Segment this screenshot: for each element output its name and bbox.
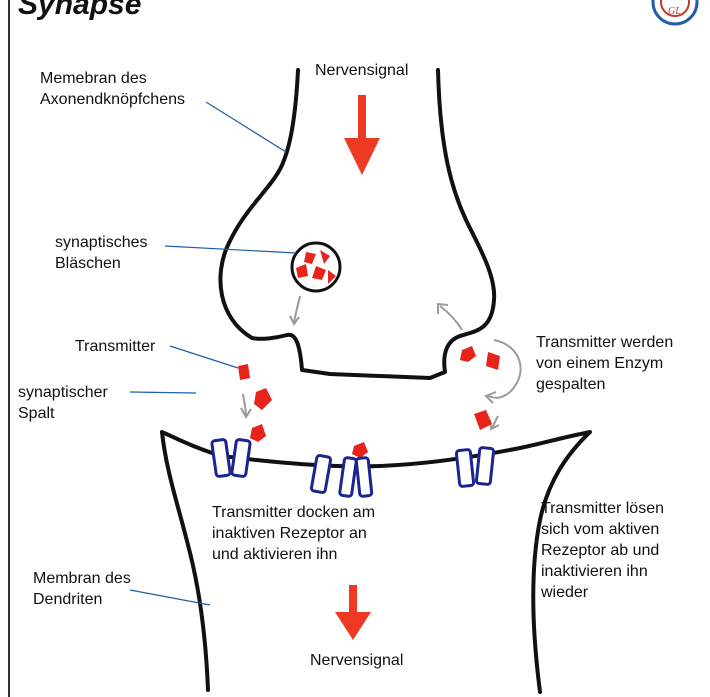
label-axon-membrane: Memebran des Axonendknöpfchens: [40, 68, 185, 110]
label-dendrite-membrane: Membran des Dendriten: [33, 568, 131, 610]
svg-text:GL: GL: [668, 6, 681, 17]
label-enzyme-split: Transmitter werden von einem Enzym gespa…: [536, 332, 673, 395]
label-nerve-signal-top: Nervensignal: [315, 60, 408, 81]
label-transmitter: Transmitter: [75, 336, 155, 357]
arrow-down-icon-bottom: [335, 585, 371, 640]
receptor-4-left: [456, 449, 474, 486]
transmitters: [238, 346, 500, 458]
receptors: [212, 439, 494, 496]
receptor-1-right: [232, 439, 251, 477]
receptor-1-left: [212, 439, 231, 477]
receptor-4-right: [476, 447, 494, 484]
page-title: Synapse: [18, 0, 141, 22]
label-synaptic-cleft: synaptischer Spalt: [18, 382, 108, 424]
arrow-down-icon-top: [344, 95, 380, 175]
logo-icon: GL: [653, 0, 697, 24]
recycle-arrows: [241, 296, 521, 429]
receptor-3-left: [339, 457, 356, 496]
label-nerve-signal-bottom: Nervensignal: [310, 650, 403, 671]
label-transmitter-dock: Transmitter docken am inaktiven Rezeptor…: [212, 502, 375, 565]
label-synaptic-vesicle: synaptisches Bläschen: [55, 232, 148, 274]
receptor-2: [311, 455, 331, 493]
synaptic-vesicle: [292, 243, 340, 291]
label-transmitter-release: Transmitter lösen sich vom aktiven Rezep…: [541, 498, 664, 603]
receptor-3-right: [356, 457, 372, 496]
axon-terminal-membrane: [220, 70, 494, 378]
